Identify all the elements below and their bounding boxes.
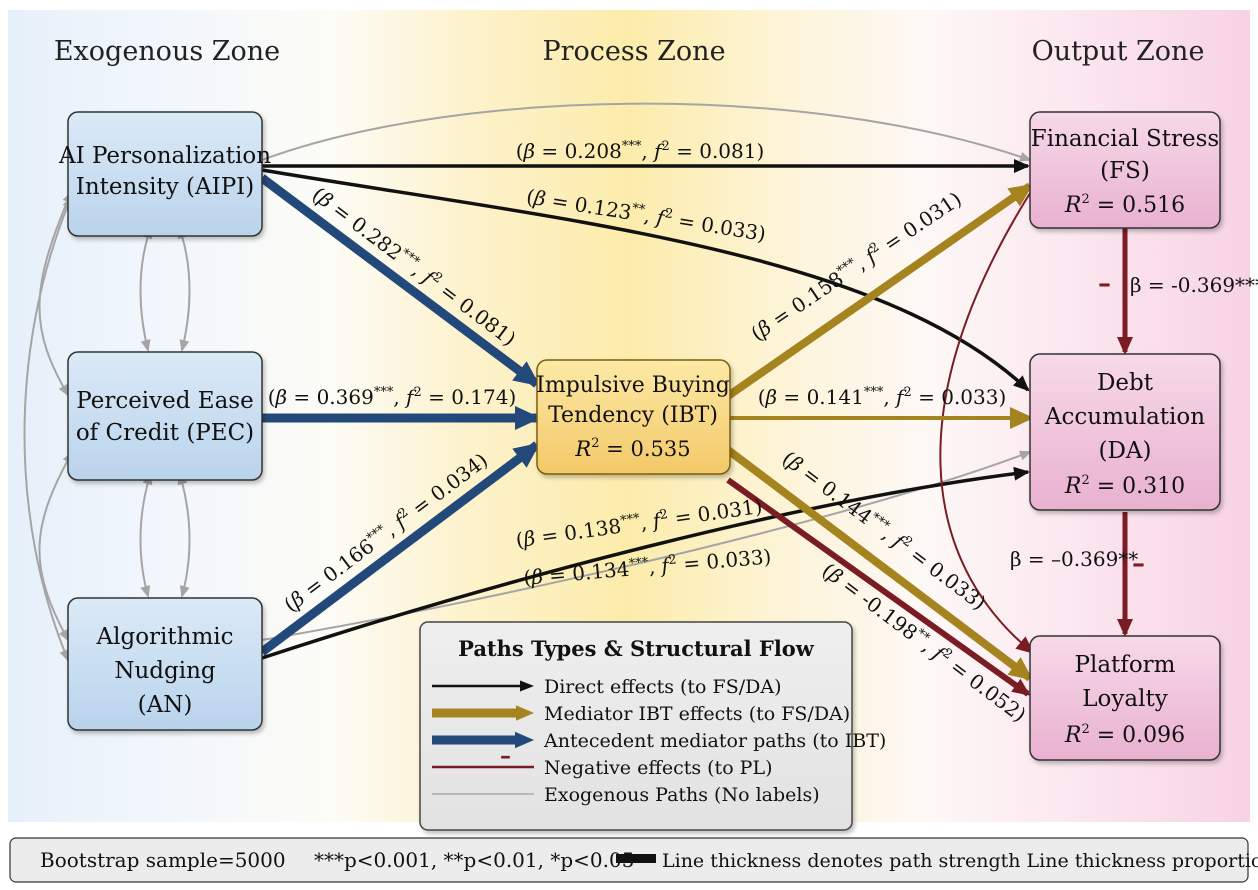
legend-title: Paths Types & Structural Flow	[458, 636, 815, 661]
legend-arrowhead-mediator	[516, 705, 534, 721]
node-pec-line2: of Credit (PEC)	[76, 420, 254, 446]
footer-thickness: Line thickness denotes path strength Lin…	[662, 850, 1258, 872]
node-pec: Perceived Ease of Credit (PEC)	[67, 351, 263, 481]
path-ibt-fs	[725, 182, 1034, 400]
node-da-line2: Accumulation	[1044, 404, 1205, 430]
gray-corr-aipi-pec-1	[139, 226, 153, 352]
node-da-r2-value: 0.310	[1122, 474, 1185, 499]
zone-title-output: Output Zone	[1032, 36, 1205, 67]
node-aipi-line2: Intensity (AIPI)	[76, 174, 254, 200]
node-an-line2: Nudging	[114, 658, 216, 684]
footer-pvalues: ***p<0.001, **p<0.01, *p<0.05	[314, 848, 634, 872]
node-da-line1: Debt	[1097, 370, 1154, 396]
path-fs-pl-thin	[939, 189, 1035, 654]
node-da-line3: (DA)	[1099, 438, 1152, 464]
minus-mark-fs-da: –	[1098, 269, 1111, 299]
path-ibt-pl	[725, 446, 1034, 682]
legend-arrowhead-direct	[520, 680, 534, 692]
gray-corr-aipi-an	[23, 195, 72, 662]
node-an: Algorithmic Nudging (AN)	[67, 597, 263, 731]
gray-path-an-da	[261, 450, 1032, 641]
legend-label-negative: Negative effects (to PL)	[544, 757, 772, 779]
legend-arrowhead-antecedent	[515, 731, 534, 749]
gray-corr-aipi-pec-outer	[38, 190, 72, 397]
node-fs: Financial Stress (FS) R2 = 0.516	[1029, 111, 1221, 229]
zone-title-exogenous: Exogenous Zone	[54, 36, 280, 67]
legend: Paths Types & Structural Flow Direct eff…	[419, 621, 886, 831]
legend-label-antecedent: Antecedent mediator paths (to IBT)	[543, 730, 886, 752]
node-fs-line1: Financial Stress	[1031, 126, 1219, 152]
legend-box	[419, 621, 853, 831]
footer-thickness-swatch	[616, 854, 656, 863]
node-ibt-r2: R2 = 0.535	[574, 436, 690, 461]
node-pl-line1: Platform	[1075, 652, 1176, 678]
label-da-pl: β = –0.369**	[1010, 547, 1138, 571]
legend-label-direct: Direct effects (to FS/DA)	[544, 676, 782, 698]
footer: Bootstrap sample=5000 ***p<0.001, **p<0.…	[9, 837, 1258, 883]
node-fs-r2: R2 = 0.516	[1064, 192, 1185, 218]
direct-paths	[261, 159, 1030, 660]
legend-label-exogenous: Exogenous Paths (No labels)	[544, 784, 820, 806]
footer-bootstrap: Bootstrap sample=5000	[40, 848, 286, 872]
node-pl: Platform Loyalty R2 = 0.096	[1029, 635, 1221, 761]
node-an-line1: Algorithmic	[96, 624, 234, 650]
gray-corr-pec-an-outer	[38, 451, 73, 642]
path-aipi-ibt	[259, 174, 541, 388]
node-pl-r2: R2 = 0.096	[1064, 722, 1185, 748]
path-an-da	[261, 466, 1030, 660]
minus-mark-da-pl: –	[1132, 549, 1145, 579]
gray-corr-pec-an-1	[139, 472, 153, 598]
node-da: Debt Accumulation (DA) R2 = 0.310	[1029, 353, 1221, 511]
mediator-paths	[725, 182, 1034, 682]
legend-label-mediator: Mediator IBT effects (to FS/DA)	[544, 703, 850, 725]
node-aipi: AI Personalization Intensity (AIPI)	[58, 111, 271, 237]
legend-items: Direct effects (to FS/DA) Mediator IBT ef…	[432, 676, 886, 806]
node-ibt-r2-value: 0.535	[630, 437, 690, 461]
node-fs-line2: (FS)	[1100, 158, 1150, 184]
node-pl-line2: Loyalty	[1082, 686, 1167, 712]
node-ibt: Impulsive Buying Tendency (IBT) R2 = 0.5…	[536, 359, 731, 475]
node-da-r2: R2 = 0.310	[1064, 473, 1185, 499]
gray-corr-aipi-pec-2	[177, 226, 191, 352]
node-pec-line1: Perceived Ease	[76, 388, 253, 414]
path-ibt-pl-negative	[726, 477, 1031, 697]
antecedent-paths	[259, 174, 541, 656]
node-pl-r2-value: 0.096	[1122, 723, 1185, 748]
node-aipi-line1: AI Personalization	[58, 143, 271, 169]
node-an-line3: (AN)	[138, 692, 193, 718]
legend-minus-mark: –	[500, 743, 511, 769]
node-fs-r2-value: 0.516	[1122, 193, 1185, 218]
path-an-ibt	[259, 441, 541, 656]
label-fs-da: β = -0.369***	[1130, 273, 1258, 297]
node-ibt-line1: Impulsive Buying	[536, 373, 730, 398]
negative-paths	[726, 189, 1133, 697]
node-ibt-line2: Tendency (IBT)	[548, 403, 718, 428]
zone-title-process: Process Zone	[542, 36, 725, 67]
path-aipi-da	[261, 168, 1030, 392]
exogenous-paths	[23, 102, 1032, 662]
gray-path-aipi-fs	[261, 102, 1032, 162]
gray-corr-pec-an-2	[177, 472, 191, 598]
